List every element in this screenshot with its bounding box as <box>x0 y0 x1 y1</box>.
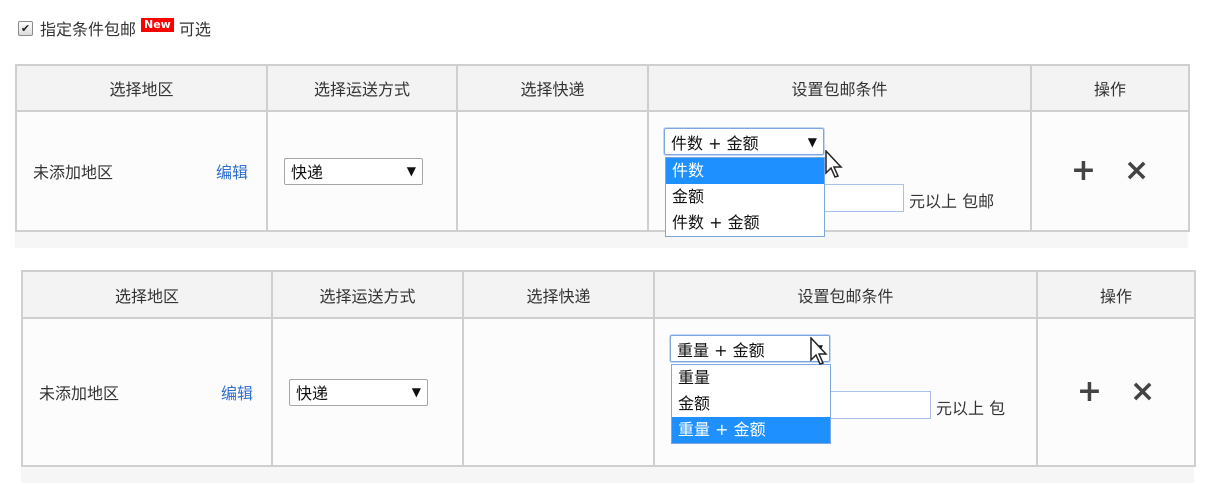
header-shipping-method: 选择运送方式 <box>266 64 458 112</box>
header-free-condition: 设置包邮条件 <box>653 270 1038 319</box>
region-value: 未添加地区 <box>33 163 114 182</box>
free-shipping-checkbox[interactable]: ✔ <box>18 20 33 36</box>
shipping-method-select[interactable]: 快递 ▼ <box>289 378 428 406</box>
shipping-method-cell: 快递 ▼ <box>266 110 458 232</box>
header-region: 选择地区 <box>15 64 268 112</box>
chevron-down-icon: ▼ <box>807 134 817 149</box>
courier-cell <box>462 317 655 467</box>
mouse-cursor-icon <box>825 150 843 178</box>
header-free-condition: 设置包邮条件 <box>647 64 1032 112</box>
add-rule-button[interactable]: + <box>1070 153 1096 188</box>
header-shipping-method: 选择运送方式 <box>271 270 464 319</box>
region-cell: 未添加地区 编辑 <box>15 110 268 232</box>
add-rule-button[interactable]: + <box>1076 374 1102 409</box>
condition-option[interactable]: 重量 + 金额 <box>672 417 830 443</box>
header-courier: 选择快递 <box>462 270 655 319</box>
shipping-method-value: 快递 <box>291 163 324 182</box>
condition-select[interactable]: 件数 + 金额 ▼ <box>664 128 824 155</box>
region-value: 未添加地区 <box>39 384 120 403</box>
table-row: 未添加地区 编辑 快递 ▼ 重量 + 金额 ▼ 元以上 包 重量 <box>21 317 1196 467</box>
condition-option[interactable]: 金额 <box>672 187 705 206</box>
rule-table-1: 选择地区 选择运送方式 选择快递 设置包邮条件 操作 未添加地区 编辑 快递 ▼ <box>15 64 1190 248</box>
region-cell: 未添加地区 编辑 <box>21 317 273 467</box>
header-actions: 操作 <box>1036 270 1196 319</box>
condition-option[interactable]: 件数 <box>666 158 824 184</box>
condition-option[interactable]: 金额 <box>678 394 711 413</box>
free-condition-cell: 件数 + 金额 ▼ 元以上 包邮 件数 金额 件数 + 金额 <box>647 110 1032 237</box>
delete-rule-button[interactable]: × <box>1124 153 1150 188</box>
actions-cell: + × <box>1036 317 1196 467</box>
condition-value: 重量 + 金额 <box>677 340 765 360</box>
new-badge: New <box>141 18 174 32</box>
condition-select[interactable]: 重量 + 金额 ▼ <box>670 335 830 362</box>
rule-table-2: 选择地区 选择运送方式 选择快递 设置包邮条件 操作 未添加地区 编辑 快递 ▼ <box>21 270 1196 484</box>
free-shipping-option: ✔ 指定条件包邮 New 可选 <box>18 17 211 39</box>
mouse-cursor-icon <box>810 337 828 365</box>
shipping-method-select[interactable]: 快递 ▼ <box>284 157 423 185</box>
actions-cell: + × <box>1030 110 1190 232</box>
table-row: 未添加地区 编辑 快递 ▼ 件数 + 金额 ▼ 元以上 包邮 件数 <box>15 110 1190 237</box>
condition-value: 件数 + 金额 <box>671 133 759 153</box>
header-courier: 选择快递 <box>456 64 649 112</box>
chevron-down-icon: ▼ <box>406 164 416 178</box>
optional-label: 可选 <box>178 20 211 39</box>
courier-cell <box>456 110 649 232</box>
edit-region-link[interactable]: 编辑 <box>215 163 248 182</box>
delete-rule-button[interactable]: × <box>1130 374 1156 409</box>
condition-option[interactable]: 重量 <box>678 368 711 387</box>
free-condition-cell: 重量 + 金额 ▼ 元以上 包 重量 金额 重量 + 金额 <box>653 317 1038 467</box>
condition-dropdown: 重量 金额 重量 + 金额 <box>671 364 831 444</box>
header-region: 选择地区 <box>21 270 273 319</box>
amount-suffix: 元以上 包邮 <box>909 192 995 211</box>
shipping-method-value: 快递 <box>296 384 329 403</box>
amount-suffix: 元以上 包 <box>936 399 1006 418</box>
amount-input[interactable] <box>815 391 931 419</box>
condition-dropdown: 件数 金额 件数 + 金额 <box>665 157 825 237</box>
shipping-method-cell: 快递 ▼ <box>271 317 464 467</box>
condition-option[interactable]: 件数 + 金额 <box>672 213 760 232</box>
edit-region-link[interactable]: 编辑 <box>220 384 253 403</box>
free-shipping-label: 指定条件包邮 <box>40 20 137 39</box>
chevron-down-icon: ▼ <box>411 385 421 399</box>
header-actions: 操作 <box>1030 64 1190 112</box>
